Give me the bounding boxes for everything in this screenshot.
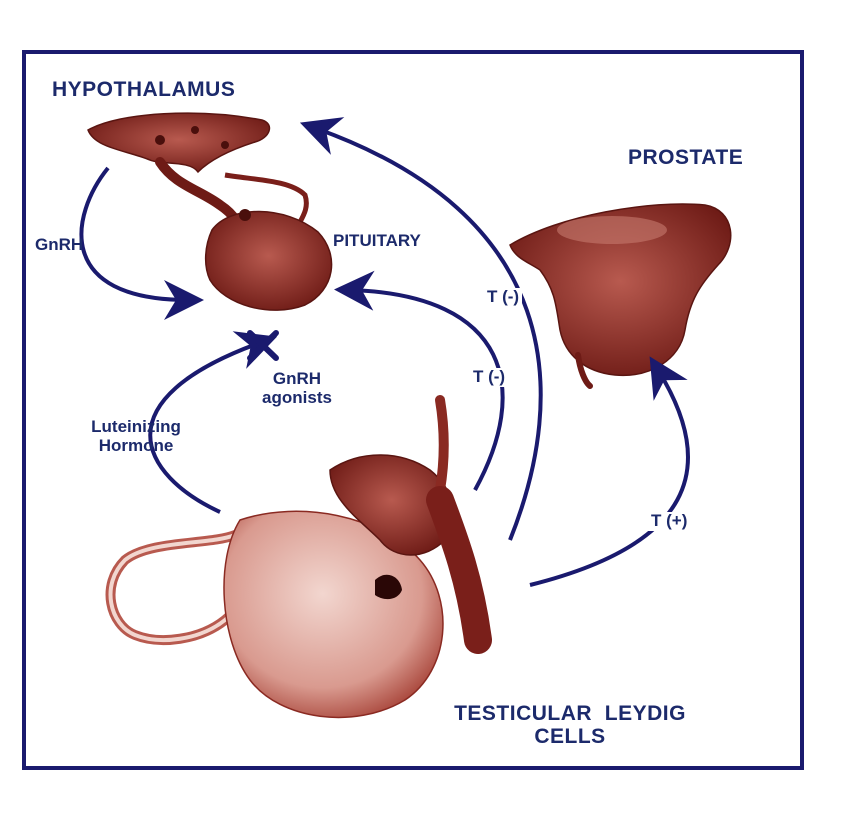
- t-negative-outer-label: T (-): [484, 287, 523, 307]
- testosterone-negative-feedback-inner-arrow: [334, 270, 505, 491]
- pituitary-label: PITUITARY: [333, 231, 421, 250]
- gnrh-agonists-line2: agonists: [262, 387, 332, 407]
- luteinizing-hormone-line1: Luteinizing: [91, 417, 181, 436]
- testis-illustration: [105, 395, 492, 719]
- luteinizing-hormone-arrow: [148, 331, 278, 514]
- t-negative-inner-label: T (-): [470, 367, 509, 387]
- gnrh-agonists-line1: GnRH: [272, 369, 322, 388]
- prostate-label: PROSTATE: [628, 146, 744, 169]
- t-positive-label: T (+): [648, 511, 691, 531]
- gnrh-agonists-label: GnRH agonists: [252, 369, 342, 407]
- prostate-illustration: [509, 203, 732, 389]
- testicular-leydig-cells-label: TESTICULAR LEYDIG CELLS: [420, 702, 720, 748]
- gnrh-label: GnRH: [35, 235, 84, 254]
- testosterone-negative-feedback-outer-arrow: [299, 117, 543, 541]
- testis-label-line2: CELLS: [534, 725, 606, 749]
- luteinizing-hormone-line2: Hormone: [98, 435, 174, 455]
- gnrh-agonist-block-icon: [247, 330, 279, 361]
- testosterone-positive-arrow: [529, 356, 690, 587]
- hypothalamus-label: HYPOTHALAMUS: [52, 78, 236, 101]
- hypothalamus-pituitary-illustration: [87, 112, 333, 311]
- testis-label-line1: TESTICULAR LEYDIG: [454, 702, 686, 725]
- gnrh-arrow: [79, 166, 204, 320]
- luteinizing-hormone-label: Luteinizing Hormone: [78, 417, 194, 455]
